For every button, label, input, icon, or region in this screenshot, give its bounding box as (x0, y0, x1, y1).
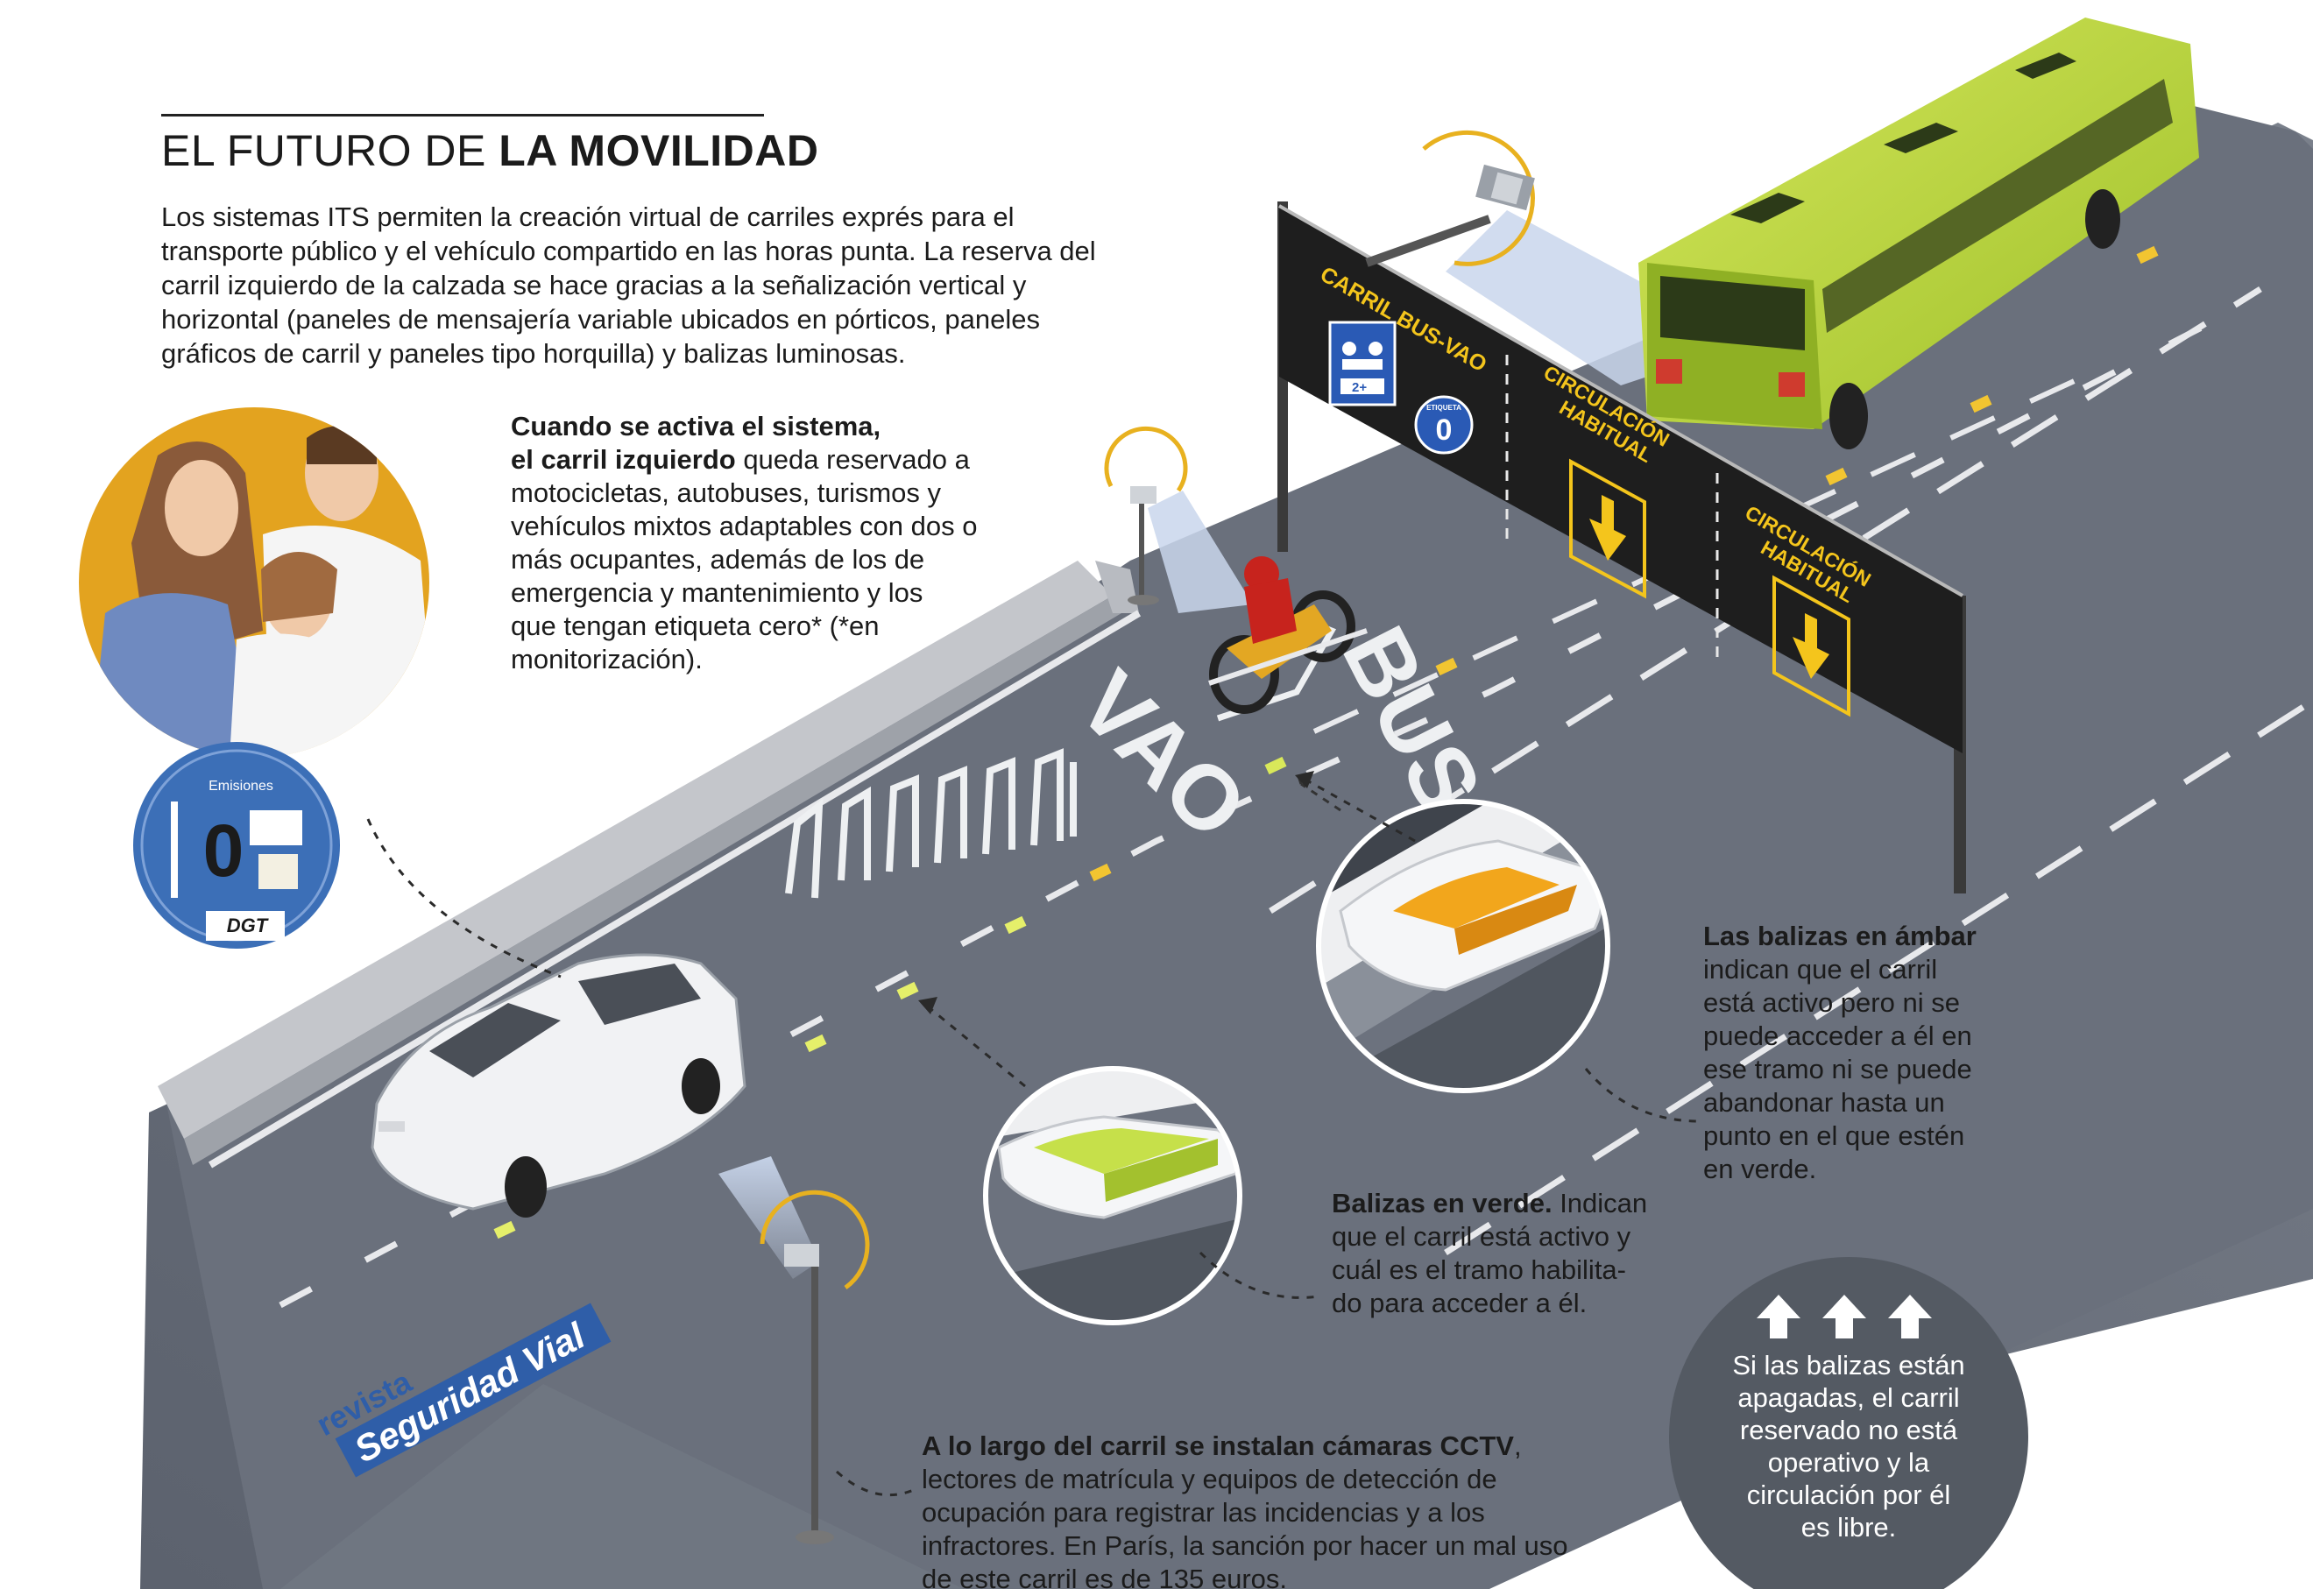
gantry-plus-label: 2+ (1352, 380, 1367, 395)
amber-beacon-zoom (1295, 770, 1610, 1093)
amber-line: puede acceder a él en (1703, 1020, 1972, 1051)
gantry-badge-small: ETIQUETA (1426, 404, 1461, 412)
cctv-line: lectores de matrícula y equipos de detec… (922, 1464, 1497, 1494)
amber-line: indican que el carril (1703, 954, 1938, 985)
amber-line: punto en el que estén (1703, 1120, 1965, 1151)
off-line: apagadas, el carril (1737, 1382, 1960, 1413)
bus (1638, 18, 2199, 449)
title-light: EL FUTURO DE (161, 126, 499, 175)
cctv-camera-icon (760, 1190, 870, 1544)
zero-emissions-sticker: Emisiones 0 DGT (133, 742, 340, 949)
cctv-line: de este carril es de 135 euros. (922, 1564, 1288, 1594)
green-line: que el carril está activo y (1332, 1221, 1631, 1252)
intro-line: transporte público y el vehículo compart… (161, 236, 1096, 266)
sticker-title: Emisiones (209, 779, 273, 794)
white-car (371, 953, 746, 1218)
system-line: más ocupantes, además de los de (511, 544, 925, 575)
roadside-camera-icon (1104, 426, 1188, 605)
gantry-camera-icon (1365, 130, 1535, 267)
system-line: vehículos mixtos adaptables con dos o (511, 511, 978, 541)
amber-line: está activo pero ni se (1703, 987, 1960, 1018)
system-bold-1: Cuando se activa el sistema, (511, 411, 881, 441)
green-callout: Balizas en verde. Indican que el carril … (1332, 1187, 1682, 1320)
amber-bold: Las balizas en ámbar (1703, 921, 1977, 951)
lights-off-callout: Si las balizas están apagadas, el carril… (1665, 1349, 2033, 1543)
motorcycle (1208, 556, 1368, 714)
off-line: es libre. (1800, 1512, 1897, 1543)
intro-line: horizontal (paneles de mensajería variab… (161, 304, 1040, 335)
off-line: circulación por él (1746, 1479, 1951, 1510)
title-rule (161, 114, 764, 117)
system-callout: Cuando se activa el sistema, el carril i… (511, 410, 1054, 676)
gantry-badge-value: 0 (1436, 413, 1453, 447)
green-beacon-zoom (983, 1066, 1242, 1325)
system-line: motocicletas, autobuses, turismos y (511, 477, 942, 508)
green-first-rest: Indican (1552, 1188, 1648, 1218)
system-rest-first: queda reservado a (735, 444, 970, 475)
intro-line: gráficos de carril y paneles tipo horqui… (161, 338, 906, 369)
amber-line: abandonar hasta un (1703, 1087, 1945, 1118)
lane2-down-arrow-icon (1569, 458, 1646, 599)
up-arrow-icon (1757, 1295, 1932, 1338)
cctv-bold: A lo largo del carril se instalan cámara… (922, 1430, 1514, 1461)
camera-beam-left (1148, 491, 1253, 613)
zero-label-badge: ETIQUETA 0 (1414, 395, 1474, 455)
green-bold: Balizas en verde. (1332, 1188, 1553, 1218)
amber-line: en verde. (1703, 1154, 1817, 1184)
title-bold: LA MOVILIDAD (499, 126, 819, 175)
leader-lines (366, 778, 1701, 1497)
green-line: cuál es el tramo habilita- (1332, 1254, 1626, 1285)
cctv-callout: A lo largo del carril se instalan cámara… (922, 1430, 1658, 1596)
system-line: monitorización). (511, 644, 703, 674)
system-line: emergencia y mantenimiento y los (511, 577, 923, 608)
intro-line: Los sistemas ITS permiten la creación vi… (161, 201, 1015, 232)
lane3-down-arrow-icon (1772, 575, 1850, 717)
system-line: que tengan etiqueta cero* (*en (511, 611, 880, 641)
cctv-line: ocupación para registrar las incidencias… (922, 1497, 1485, 1528)
cctv-line: infractores. En París, la sanción por ha… (922, 1530, 1568, 1561)
off-line: reservado no está (1739, 1415, 1958, 1445)
amber-callout: Las balizas en ámbar indican que el carr… (1703, 920, 2054, 1186)
bus-vao-pictogram-icon: 2+ (1328, 321, 1397, 406)
lights-off-circle (1669, 1257, 2028, 1589)
arrowhead-1 (1295, 771, 1314, 788)
off-line: operativo y la (1767, 1447, 1930, 1478)
family-circle (79, 407, 429, 758)
arrowhead-2 (918, 997, 937, 1014)
off-line: Si las balizas están (1732, 1350, 1965, 1381)
green-line: do para acceder a él. (1332, 1288, 1588, 1318)
intro-paragraph: Los sistemas ITS permiten la creación vi… (161, 200, 1239, 371)
zebra-hatching (785, 610, 1337, 899)
system-bold-2: el carril izquierdo (511, 444, 736, 475)
gantry: CARRIL BUS-VAO 2+ ETIQUETA 0 CIRCULACIÓN… (1277, 201, 1966, 893)
cctv-first-rest: , (1513, 1430, 1522, 1461)
sticker-value: 0 (203, 809, 244, 892)
amber-line: ese tramo ni se puede (1703, 1054, 1972, 1084)
sticker-brand: DGT (227, 915, 269, 936)
page-title: EL FUTURO DE LA MOVILIDAD (161, 124, 818, 177)
intro-line: carril izquierdo de la calzada se hace g… (161, 270, 1027, 300)
